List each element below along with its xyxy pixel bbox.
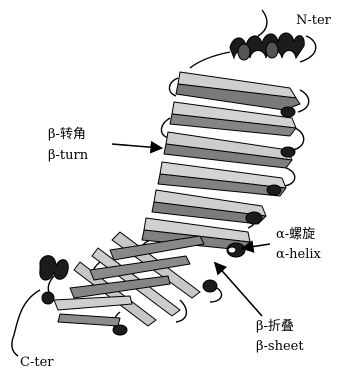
beta-turn-label-cn: β-转角 xyxy=(48,127,86,142)
beta-turn-label-en: β-turn xyxy=(48,148,89,163)
beta-sheet-label-en: β-sheet xyxy=(256,339,304,354)
beta-sheet-label-cn: β-折叠 xyxy=(256,319,294,334)
beta-turn-arrow xyxy=(112,144,160,148)
beta-sheet-strands xyxy=(54,72,300,326)
n-terminus-label: N-ter xyxy=(296,13,332,28)
c-terminus-label: C-ter xyxy=(20,355,54,370)
alpha-helix-label-cn: α-螺旋 xyxy=(276,227,315,242)
alpha-helix-label-en: α-helix xyxy=(276,247,322,262)
beta-sheet-arrow xyxy=(216,264,262,316)
